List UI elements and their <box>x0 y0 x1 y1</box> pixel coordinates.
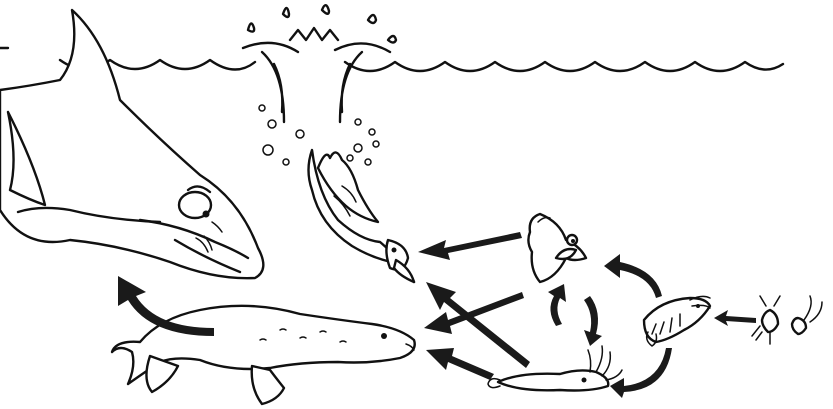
splash-icon <box>243 5 396 122</box>
arrow-squid-to-fish <box>548 284 566 326</box>
arrow-zooplankton-to-krill <box>714 310 756 326</box>
water-surface <box>0 48 783 71</box>
orca-icon <box>0 10 263 278</box>
fish-icon <box>528 214 586 282</box>
bubbles <box>259 105 379 165</box>
penguin-icon <box>309 150 415 282</box>
arrow-krill-to-fish <box>604 254 662 298</box>
arrow-fish-to-penguin <box>418 232 522 260</box>
arrow-fish-to-squid <box>584 296 602 346</box>
krill-icon <box>644 296 710 346</box>
zooplankton-icon <box>752 296 822 344</box>
arrow-squid-to-seal <box>426 348 494 380</box>
